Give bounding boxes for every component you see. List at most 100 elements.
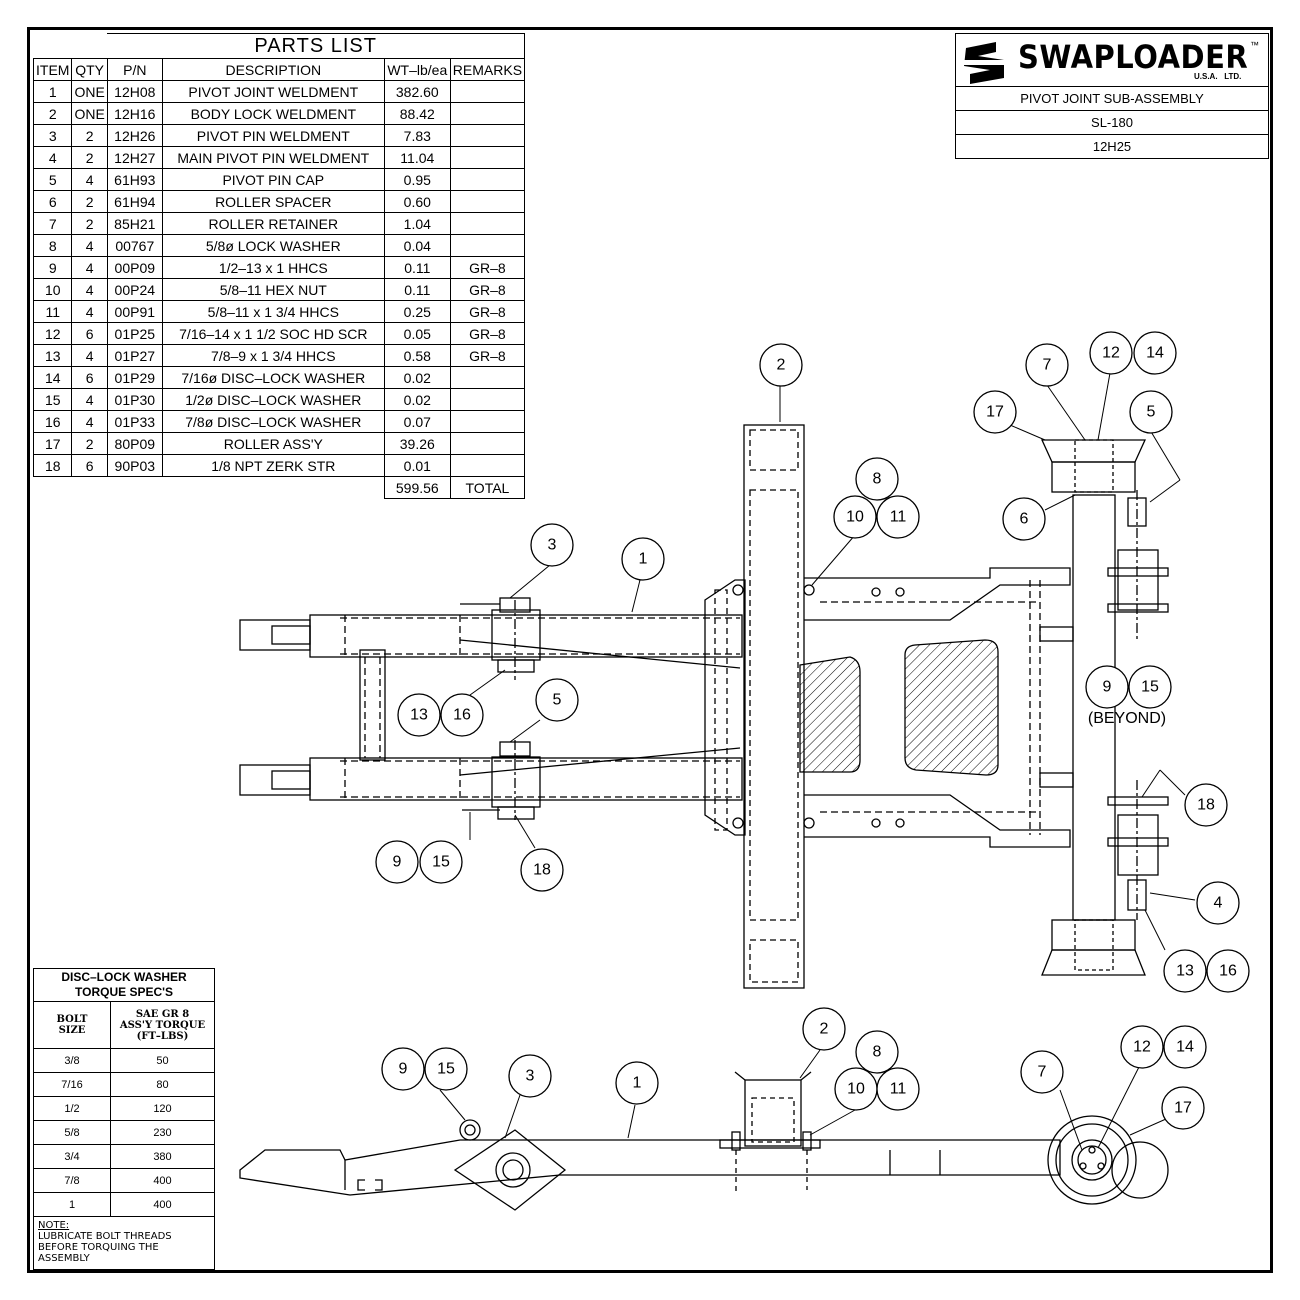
parts-cell-remarks: GR–8 [449, 278, 526, 301]
balloon-label: 3 [548, 537, 557, 554]
balloon-side-8: 8 [855, 1030, 899, 1074]
balloon-label: 15 [1141, 679, 1159, 696]
balloon-top-16: 16 [440, 693, 484, 737]
torque-header-line2: ASS'Y TORQUE [119, 1019, 206, 1031]
parts-cell-description: ROLLER RETAINER [161, 212, 385, 235]
parts-cell-item: 18 [32, 454, 73, 477]
parts-cell-item: 11 [32, 300, 73, 323]
torque-header-bolt-size: BOLT SIZE [33, 1001, 111, 1049]
balloon-label: 16 [1219, 963, 1237, 980]
parts-cell-pn: 61H93 [106, 168, 163, 191]
torque-cell-torque: 380 [110, 1144, 215, 1169]
torque-header-line1: SAE GR 8 [135, 1008, 190, 1020]
balloon-top-18: 18 [1184, 783, 1228, 827]
title-block: SWAPLOADER ™ U.S.A. LTD. PIVOT JOINT SUB… [955, 33, 1269, 159]
beyond-label: (BEYOND) [1088, 710, 1166, 727]
torque-header-line3: (FT–LBS) [136, 1030, 189, 1042]
balloon-label: 1 [639, 551, 648, 568]
parts-cell-pn: 12H16 [106, 102, 163, 125]
balloon-top-12: 12 [1089, 331, 1133, 375]
balloon-top-13: 13 [397, 693, 441, 737]
note-line3: ASSEMBLY [38, 1253, 90, 1264]
parts-cell-weight: 0.25 [383, 300, 451, 323]
balloon-label: 10 [846, 509, 864, 526]
balloon-side-9: 9 [381, 1047, 425, 1091]
balloon-top-13: 13 [1163, 949, 1207, 993]
parts-list-header: ITEM QTY P/N DESCRIPTION WT–lb/ea REMARK… [32, 58, 526, 81]
note-line1: LUBRICATE BOLT THREADS [38, 1231, 172, 1242]
balloon-label: 10 [847, 1081, 865, 1098]
header-weight: WT–lb/ea [383, 58, 451, 81]
balloon-label: 9 [399, 1061, 408, 1078]
torque-cell-bolt-size: 3/4 [33, 1144, 111, 1169]
balloon-label: 12 [1102, 345, 1120, 362]
balloon-side-11: 11 [876, 1067, 920, 1111]
balloon-label: 14 [1146, 345, 1164, 362]
parts-cell-description: 7/8ø DISC–LOCK WASHER [161, 410, 385, 433]
balloon-label: 15 [437, 1061, 455, 1078]
balloon-label: 14 [1176, 1039, 1194, 1056]
top-view [239, 424, 1169, 989]
leader-lines [439, 372, 1196, 1151]
parts-cell-pn: 01P33 [106, 410, 163, 433]
balloon-label: 1 [633, 1075, 642, 1092]
balloon-label: 11 [890, 509, 907, 526]
parts-cell-qty: 6 [71, 454, 108, 477]
swaploader-logo: SWAPLOADER ™ U.S.A. LTD. [956, 34, 1268, 87]
parts-cell-description: ROLLER ASS'Y [161, 432, 385, 455]
balloon-label: 11 [890, 1081, 907, 1098]
parts-cell-description: 5/8–11 HEX NUT [161, 278, 385, 301]
balloon-label: 3 [526, 1068, 535, 1085]
balloon-side-14: 14 [1163, 1025, 1207, 1069]
balloon-label: 5 [1147, 404, 1156, 421]
balloon-side-10: 10 [834, 1067, 878, 1111]
balloon-label: 2 [820, 1021, 829, 1038]
parts-cell-pn: 61H94 [106, 190, 163, 213]
header-remarks: REMARKS [449, 58, 526, 81]
balloon-label: 7 [1043, 357, 1052, 374]
balloon-label: 13 [1176, 963, 1194, 980]
balloon-label: 17 [986, 404, 1004, 421]
balloon-top-15: 15 [419, 840, 463, 884]
parts-cell-description: 1/2ø DISC–LOCK WASHER [161, 388, 385, 411]
parts-cell-remarks: GR–8 [449, 344, 526, 367]
balloon-label: 5 [553, 692, 562, 709]
parts-cell-qty: ONE [71, 80, 108, 103]
balloon-label: 8 [873, 1044, 882, 1061]
balloon-top-9: 9 [1085, 665, 1129, 709]
parts-cell-weight: 0.02 [383, 366, 451, 389]
balloon-label: 6 [1020, 511, 1029, 528]
torque-note: NOTE: LUBRICATE BOLT THREADS BEFORE TORQ… [33, 1216, 215, 1270]
torque-title-line2: TORQUE SPEC'S [75, 985, 173, 999]
balloon-top-15: 15 [1128, 665, 1172, 709]
balloon-label: 9 [1103, 679, 1112, 696]
drawing-number: 12H25 [1092, 139, 1132, 154]
balloon-top-8: 8 [855, 457, 899, 501]
balloon-top-14: 14 [1133, 331, 1177, 375]
balloon-side-12: 12 [1120, 1025, 1164, 1069]
total-weight: 599.56 [383, 476, 451, 499]
note-label: NOTE: [38, 1220, 70, 1231]
parts-cell-pn: 00P24 [106, 278, 163, 301]
balloon-top-17: 17 [973, 390, 1017, 434]
balloon-label: 2 [777, 357, 786, 374]
parts-cell-description: 5/8ø LOCK WASHER [161, 234, 385, 257]
balloon-top-4: 4 [1196, 881, 1240, 925]
parts-cell-weight: 0.07 [383, 410, 451, 433]
parts-cell-description: 1/8 NPT ZERK STR [161, 454, 385, 477]
balloon-label: 17 [1174, 1100, 1192, 1117]
balloon-label: 12 [1133, 1039, 1151, 1056]
parts-cell-pn: 01P29 [106, 366, 163, 389]
